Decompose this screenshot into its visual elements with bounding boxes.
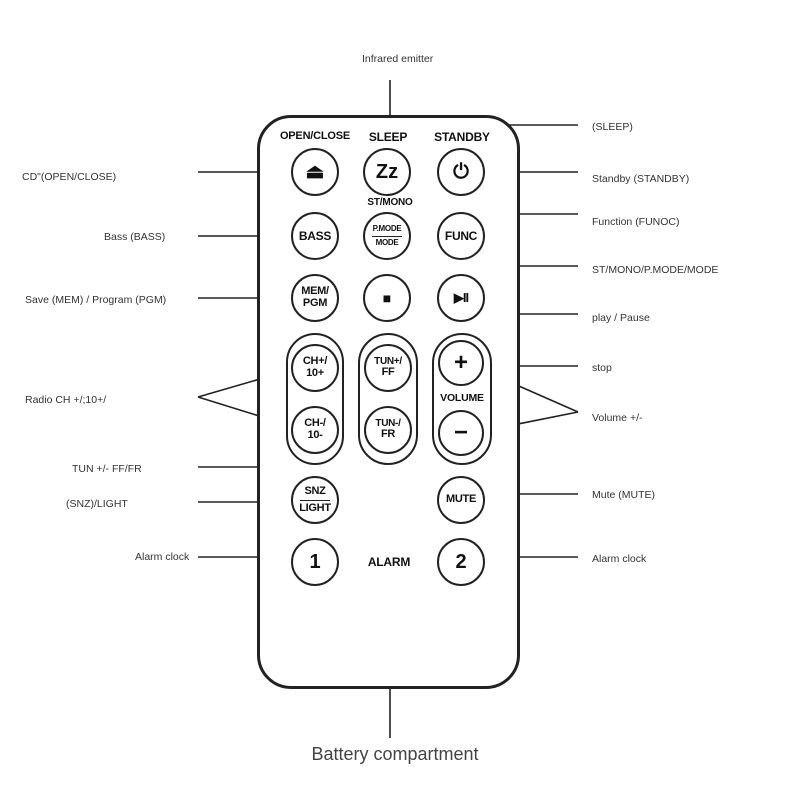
annotation-radio-ch: Radio CH +/;10+/: [25, 394, 107, 406]
ten-minus-label: 10-: [307, 429, 323, 441]
tun-minus-label: TUN-/: [375, 417, 401, 429]
annotation-snz-light: (SNZ)/LIGHT: [66, 498, 128, 510]
ff-label: FF: [381, 366, 395, 379]
alarm-label: ALARM: [367, 555, 411, 569]
plus-icon: +: [453, 349, 468, 377]
play-pause-button[interactable]: ▶II: [437, 274, 485, 322]
snz-label: SNZ: [304, 484, 326, 497]
mute-button[interactable]: MUTE: [437, 476, 485, 524]
fr-label: FR: [380, 428, 396, 441]
ch-plus-label: CH+/: [302, 355, 328, 368]
volume-up-button[interactable]: +: [438, 340, 484, 386]
annotation-function: Function (FUNOC): [592, 216, 680, 228]
channel-rocker: [286, 333, 344, 465]
annotation-stop: stop: [592, 362, 612, 374]
pmode-divider: [372, 235, 402, 237]
minus-icon: −: [453, 419, 468, 447]
alarm-1-label: 1: [309, 550, 321, 573]
tun-minus-button[interactable]: TUN-/ FR: [364, 406, 412, 454]
label-open-close: OPEN/CLOSE: [279, 130, 351, 142]
snz-divider: [300, 499, 330, 501]
tun-plus-button[interactable]: TUN+/ FF: [364, 344, 412, 392]
tun-plus-label: TUN+/: [374, 355, 402, 367]
annotation-mute: Mute (MUTE): [592, 489, 655, 501]
tuning-rocker: [358, 333, 418, 465]
bass-button[interactable]: BASS: [291, 212, 339, 260]
annotation-st-mono-mode: ST/MONO/P.MODE/MODE: [592, 264, 719, 276]
annotation-sleep: (SLEEP): [592, 121, 633, 133]
volume-label: VOLUME: [440, 392, 484, 404]
ch-plus-button[interactable]: CH+/ 10+: [291, 344, 339, 392]
pgm-label: PGM: [302, 297, 328, 309]
light-label: LIGHT: [299, 501, 331, 514]
annotation-save-program: Save (MEM) / Program (PGM): [25, 294, 167, 306]
eject-icon: ⏏: [305, 160, 325, 183]
annotation-alarm-clock-left: Alarm clock: [135, 551, 190, 563]
annotation-play-pause: play / Pause: [592, 312, 650, 324]
stop-icon: ■: [382, 289, 392, 306]
play-pause-icon: ▶II: [453, 290, 469, 306]
annotation-alarm-clock-right: Alarm clock: [592, 553, 647, 565]
ten-plus-label: 10+: [306, 367, 324, 379]
ch-minus-label: CH-/: [304, 417, 326, 430]
alarm-2-label: 2: [455, 550, 467, 573]
mem-pgm-button[interactable]: MEM/ PGM: [291, 274, 339, 322]
pmode-label: P.MODE: [372, 224, 402, 234]
mute-label: MUTE: [446, 493, 476, 506]
mode-label: MODE: [375, 237, 399, 247]
standby-button[interactable]: ⏻: [437, 148, 485, 196]
alarm-2-button[interactable]: 2: [437, 538, 485, 586]
mem-label: MEM/: [301, 285, 329, 298]
power-icon: ⏻: [453, 160, 469, 183]
label-sleep: SLEEP: [368, 130, 408, 144]
ch-minus-button[interactable]: CH-/ 10-: [291, 406, 339, 454]
label-st-mono: ST/MONO: [367, 197, 413, 208]
alarm-1-button[interactable]: 1: [291, 538, 339, 586]
volume-rocker: [432, 333, 492, 465]
pmode-mode-button[interactable]: P.MODE MODE: [363, 212, 411, 260]
remote-body: [257, 115, 520, 689]
snz-light-button[interactable]: SNZ LIGHT: [291, 476, 339, 524]
func-label: FUNC: [444, 228, 478, 243]
stop-button[interactable]: ■: [363, 274, 411, 322]
annotation-bass: Bass (BASS): [104, 231, 166, 243]
annotation-volume: Volume +/-: [592, 412, 643, 424]
volume-down-button[interactable]: −: [438, 410, 484, 456]
annotation-tun-ff-fr: TUN +/- FF/FR: [72, 463, 142, 475]
bass-label: BASS: [298, 228, 332, 243]
annotation-standby: Standby (STANDBY): [592, 173, 690, 185]
sleep-zz-label: Zz: [375, 160, 399, 183]
open-close-button[interactable]: ⏏: [291, 148, 339, 196]
annotation-cd-open-close: CD"(OPEN/CLOSE): [22, 171, 117, 183]
sleep-button[interactable]: Zz: [363, 148, 411, 196]
annotation-infrared-emitter: Infrared emitter: [362, 53, 434, 65]
label-standby: STANDBY: [434, 130, 490, 144]
func-button[interactable]: FUNC: [437, 212, 485, 260]
annotation-battery-compartment: Battery compartment: [311, 744, 479, 764]
